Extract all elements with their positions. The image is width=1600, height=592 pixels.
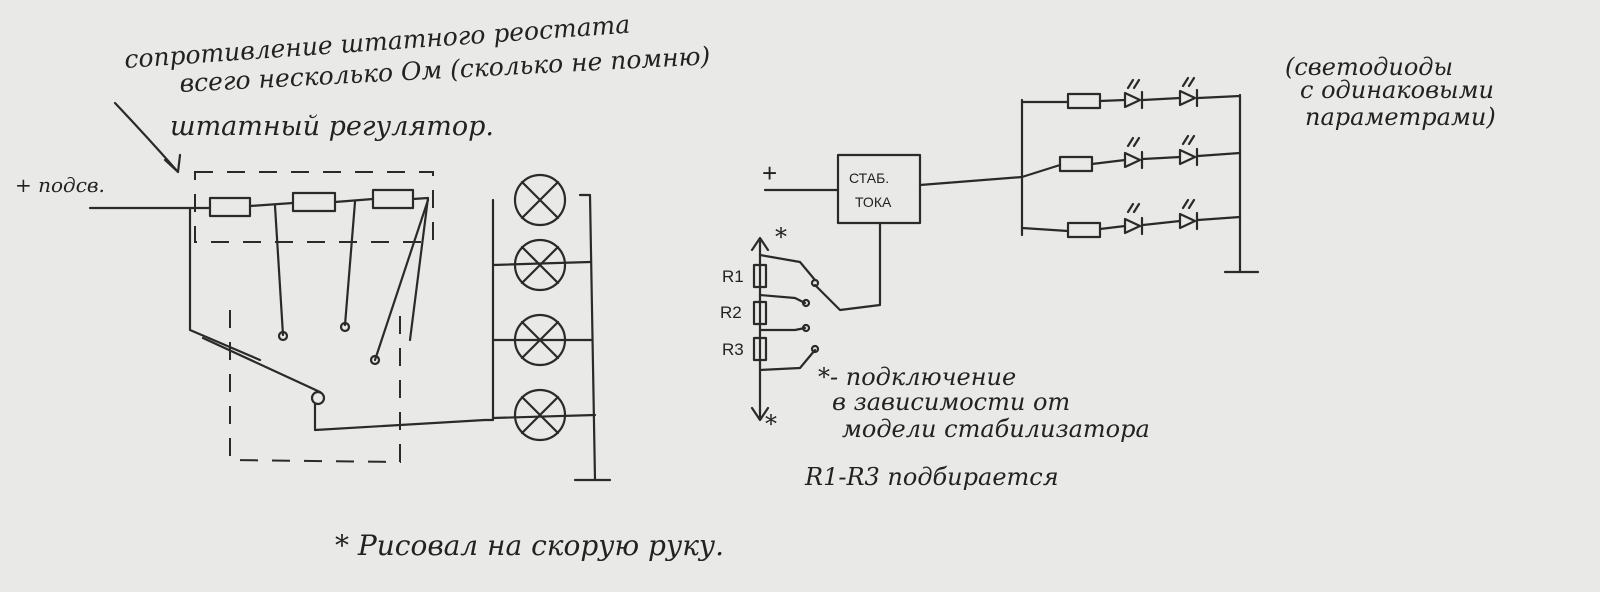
stab-ground-wire [813, 221, 882, 312]
signature-note: * Рисовал на скорую руку. [335, 529, 724, 562]
stab-label-1: СТАБ. [849, 170, 889, 186]
stab-output-wire [918, 175, 1024, 187]
led-array [1020, 76, 1260, 274]
footnote-line-3: модели стабилизатора [842, 415, 1150, 443]
footnote-line-2: в зависимости от [832, 388, 1070, 416]
r3-label: R3 [722, 340, 744, 359]
footnote-line-1: *- подключение [818, 363, 1016, 391]
star-bottom: * [765, 410, 777, 438]
lamp-array [483, 173, 612, 482]
pointer-arrow [113, 101, 182, 174]
stab-label-2: ТОКА [855, 194, 892, 210]
footnote-line-4: R1-R3 подбирается [804, 463, 1059, 491]
star-top: * [775, 223, 787, 251]
supply-label: + подсв. [15, 173, 105, 197]
rheostat-resistors [188, 188, 487, 432]
regulator-top-outline [194, 171, 434, 243]
current-stabilizer-block [836, 153, 922, 225]
regulator-label: штатный регулятор. [170, 111, 494, 142]
r1-label: R1 [722, 267, 744, 286]
led-note-2: с одинаковыми [1300, 76, 1494, 104]
led-note-1: (светодиоды [1285, 53, 1453, 81]
resistor-chain [750, 236, 820, 422]
regulator-bottom-outline [229, 310, 401, 464]
r2-label: R2 [720, 303, 742, 322]
led-note-3: параметрами) [1305, 103, 1496, 131]
stab-plus: + [762, 158, 777, 188]
